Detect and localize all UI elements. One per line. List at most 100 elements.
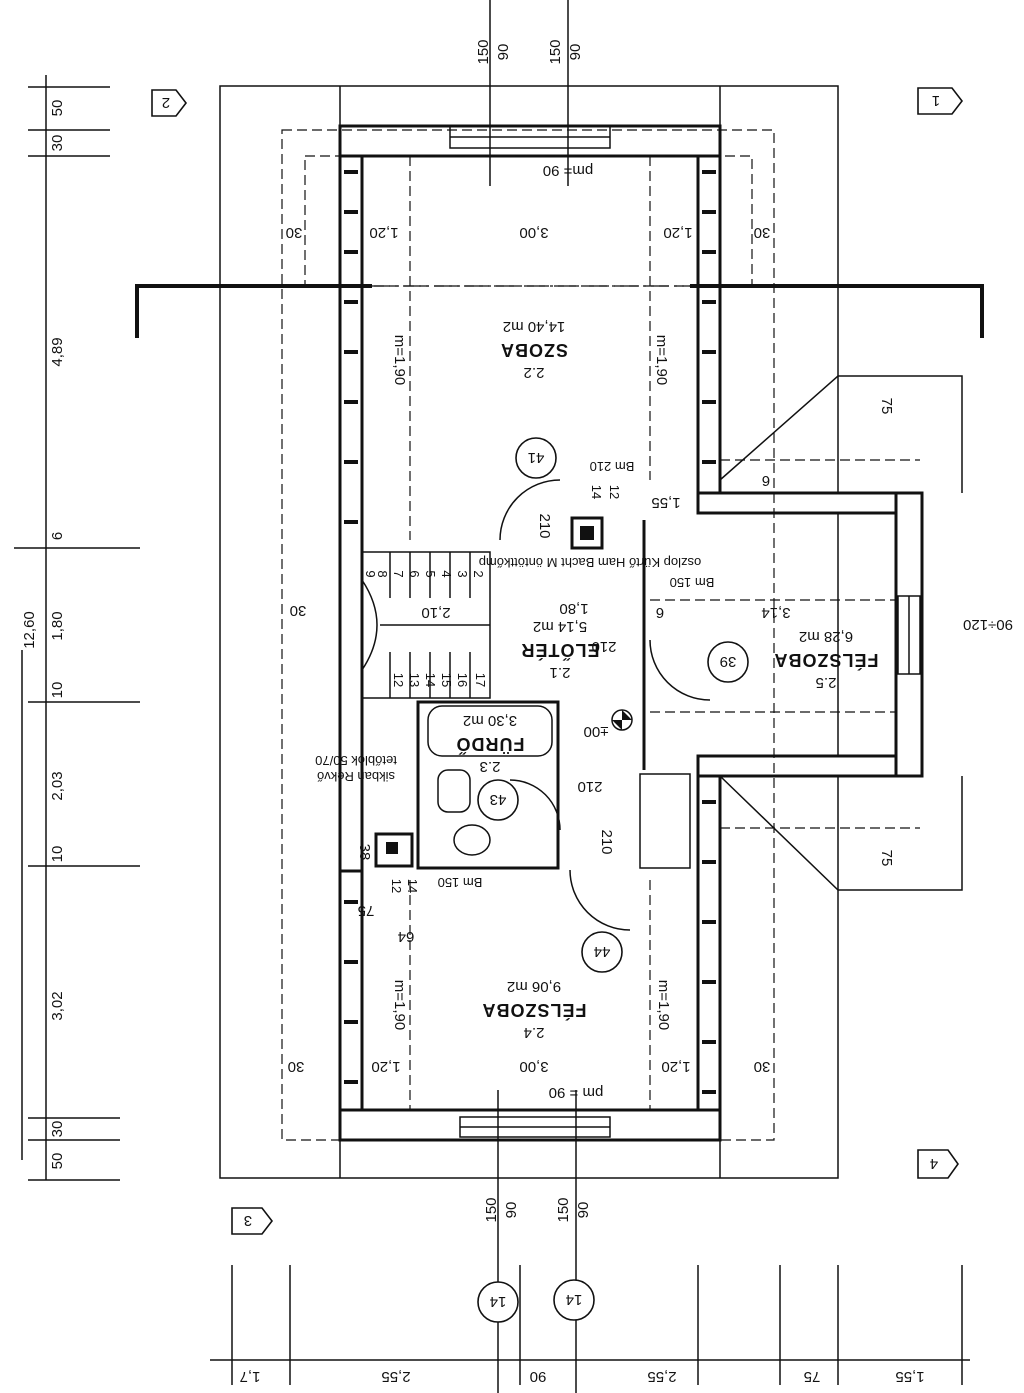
bottom-dim-labels: 1,55 75 2,55 90 2,55 1,7 (240, 1368, 925, 1385)
elevation-mark-fill (612, 710, 632, 730)
bathroom-note: sikban Rekvő (317, 769, 395, 784)
height-note: m=1,90 (653, 335, 670, 385)
dim-label: 2,10 (421, 604, 450, 621)
room-name: ELŐTÉR (520, 640, 599, 661)
room-area: 3,30 m2 (463, 712, 517, 729)
dim-label: 1,20 (371, 1058, 400, 1075)
dim-label: 90 (575, 1202, 592, 1219)
stair-numbers: 2 3 4 5 6 7 8 9 12 13 14 15 16 17 (363, 570, 488, 687)
dormer-bottom (719, 775, 963, 891)
wall-top (338, 124, 722, 158)
left-dim-labels: 50 30 4,89 6 1,80 10 2,03 10 3,02 30 50 … (21, 100, 66, 1170)
dim-label: 14 (405, 879, 420, 893)
stair-number: 17 (473, 673, 488, 687)
dim-label: 1,55 (895, 1368, 924, 1385)
chimney-core (580, 526, 594, 540)
sheet-marker (231, 1207, 274, 1235)
vent-block (374, 832, 414, 868)
dim-label: 30 (49, 135, 66, 152)
sheet-marker (917, 1149, 959, 1179)
door-tag (515, 437, 557, 479)
dim-label: 75 (878, 850, 895, 867)
dim-label: 1,7 (240, 1368, 261, 1385)
dim-label: 30 (290, 602, 307, 619)
sheet-marker-label: 2 (162, 94, 170, 111)
dim-label: 1,20 (369, 224, 398, 241)
bathtub (427, 705, 553, 757)
room-area: 5,14 m2 (533, 618, 587, 635)
stair-number: 6 (407, 570, 422, 577)
dim-label: 30 (286, 224, 303, 241)
roof-projection (281, 129, 775, 1141)
stair-number: 4 (439, 570, 454, 577)
dim-label: 4,89 (49, 337, 66, 366)
room-id: 2.2 (524, 364, 545, 381)
dim-label: 150 (483, 1197, 500, 1222)
room-id: 2.4 (524, 1024, 545, 1041)
dim-label: 90 (530, 1368, 547, 1385)
sheet-marker-label: 4 (930, 1155, 938, 1172)
sheet-marker-label: 3 (244, 1212, 252, 1229)
door-swing-44 (569, 869, 631, 931)
door-tag-label: 41 (528, 449, 545, 466)
room-id: 2.3 (480, 758, 501, 775)
parapet-note: pm = 90 (549, 1084, 604, 1101)
stair-number: 8 (375, 570, 390, 577)
wall-bottom (338, 1108, 722, 1142)
dim-label: 30 (49, 1121, 66, 1138)
room-name: FÉLSZOBA (482, 1000, 587, 1021)
washbasin (437, 769, 471, 813)
dim-label: 75 (358, 902, 375, 919)
dim-label: 3,02 (49, 991, 66, 1020)
section-cut-left (135, 284, 372, 338)
sheet-marker (151, 89, 188, 117)
room-id: 2.1 (550, 664, 571, 681)
room-name: SZOBA (500, 340, 568, 360)
stair-treads (380, 552, 490, 698)
room-2-3: 2.3 FÜRDŐ 3,30 m2 (456, 712, 525, 775)
section-cut-right (690, 284, 984, 338)
stair-number: 5 (423, 570, 438, 577)
door-tag (477, 779, 519, 821)
stair-number: 2 (471, 570, 486, 577)
room-2-4: 2.4 FÉLSZOBA 9,06 m2 (482, 978, 587, 1041)
door-tag-label: 39 (720, 653, 737, 670)
dim-label: 150 (475, 39, 492, 64)
stair-number: 15 (439, 673, 454, 687)
bathroom-note: tetőblok 50/70 (315, 753, 397, 768)
dim-label-total: 12,60 (21, 611, 38, 649)
dim-label: 150 (555, 1197, 572, 1222)
dim-label: 2,55 (381, 1368, 410, 1385)
wall-wing-top (696, 491, 900, 515)
dim-label: 1,80 (559, 600, 588, 617)
door-swing-39 (649, 639, 711, 701)
room-id: 2.5 (816, 674, 837, 691)
dim-label: 2,03 (49, 771, 66, 800)
dim-label: 1,20 (661, 1058, 690, 1075)
dim-label: 30 (754, 1058, 771, 1075)
elevation-label: ±00 (584, 723, 609, 740)
dim-label: 10 (49, 682, 66, 699)
dim-label: 14 (589, 485, 604, 499)
room-2-2: 2.2 SZOBA 14,40 m2 (500, 318, 568, 381)
vent-core (386, 842, 398, 854)
dim-label: 1,80 (49, 611, 66, 640)
dim-ticks-left (14, 86, 140, 1181)
wall-right-lower (696, 758, 722, 1112)
roof-projection-inner (304, 155, 753, 287)
section-mark (553, 1279, 595, 1321)
stair-number: 13 (407, 673, 422, 687)
dim-label: 3,00 (519, 1058, 548, 1075)
room-area: 6,28 m2 (799, 628, 853, 645)
dim-label: 150 (547, 39, 564, 64)
dim-label: 1,20 (663, 224, 692, 241)
room-area: 14,40 m2 (503, 318, 566, 335)
bm-note: Bm 150 (438, 875, 483, 890)
dim-label: 210 (591, 638, 616, 655)
bm-note: Bm 150 (670, 575, 715, 590)
dim-label: 75 (804, 1368, 821, 1385)
dim-label: 50 (49, 1153, 66, 1170)
dim-label: 75 (878, 398, 895, 415)
dim-label: 30 (754, 224, 771, 241)
